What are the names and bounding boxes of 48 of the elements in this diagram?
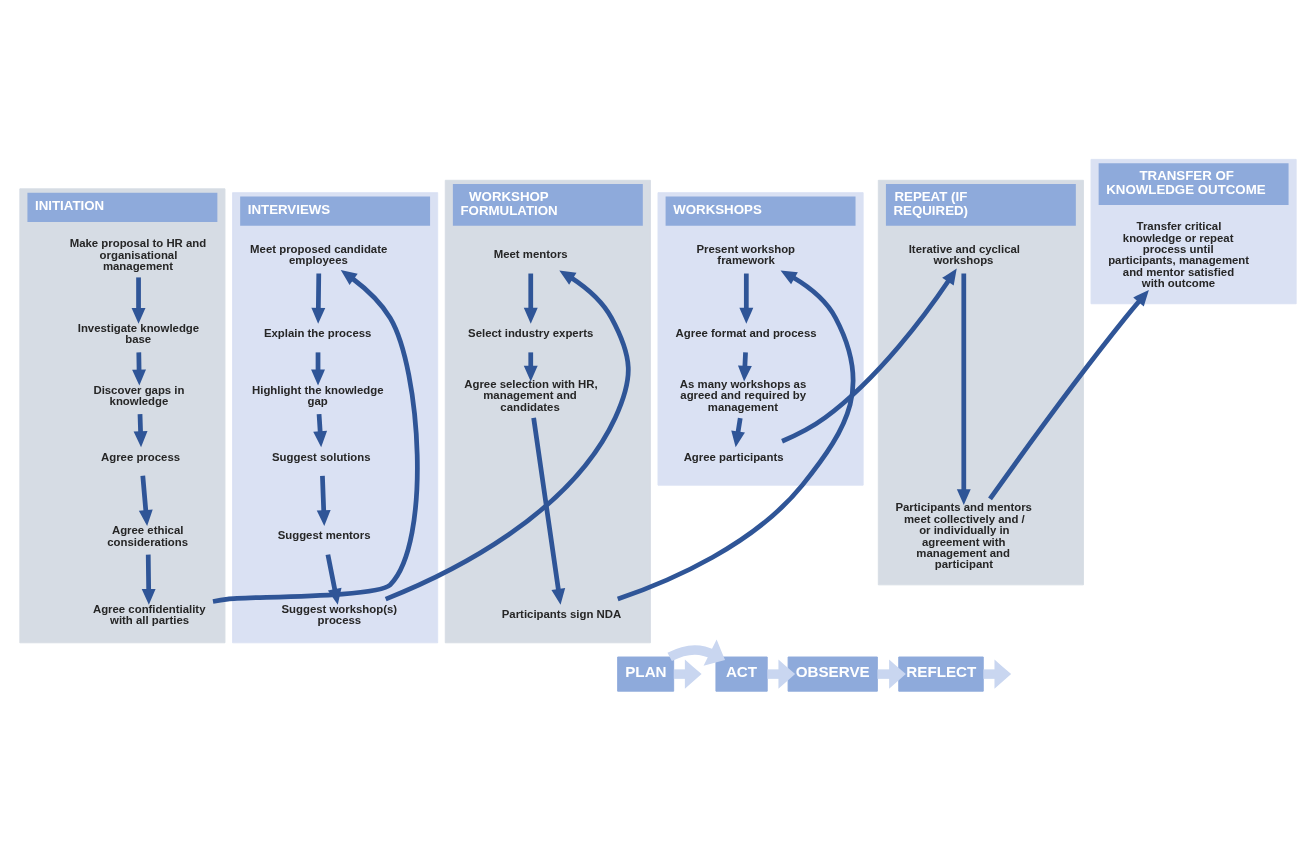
arrow bbox=[325, 554, 342, 605]
arrow bbox=[132, 352, 147, 386]
arrow bbox=[311, 273, 326, 324]
node-text: Participants and mentors meet collectively and / or individually in agreement with management and participant bbox=[895, 501, 1032, 571]
node-text: Agree participants bbox=[683, 450, 784, 463]
node-box: OBSERVE bbox=[787, 656, 878, 692]
arrow bbox=[739, 273, 754, 324]
arrow bbox=[531, 417, 566, 605]
node-text: Suggest mentors bbox=[277, 529, 371, 542]
node-text: Select industry experts bbox=[468, 327, 594, 340]
node-text: As many workshops as agreed and required by management bbox=[679, 377, 807, 413]
arrow bbox=[311, 352, 325, 386]
node-text: Discover gaps in knowledge bbox=[93, 383, 185, 407]
node-text: Agree selection with HR, management and candidates bbox=[464, 377, 598, 413]
arrow bbox=[616, 270, 856, 602]
node-text: Make proposal to HR and organisational management bbox=[69, 237, 207, 273]
arrow bbox=[141, 554, 156, 605]
arrow bbox=[384, 270, 631, 602]
node-text: Investigate knowledge base bbox=[77, 321, 200, 346]
arrow bbox=[313, 413, 328, 448]
node-text: Explain the process bbox=[263, 327, 372, 340]
arrow bbox=[523, 273, 538, 324]
arrow bbox=[988, 289, 1149, 501]
node-text: Agree ethical considerations bbox=[107, 524, 189, 548]
node-text: Agree process bbox=[101, 450, 181, 463]
node-box: ACT bbox=[715, 656, 768, 692]
node-text: Participants sign NDA bbox=[501, 608, 622, 621]
arrow bbox=[133, 414, 148, 448]
node-text: Highlight the knowledge gap bbox=[252, 383, 384, 407]
arrow bbox=[523, 352, 538, 382]
node-text: Suggest solutions bbox=[271, 450, 371, 463]
node-box: PLAN bbox=[617, 656, 675, 692]
node-text: Iterative and cyclical workshops bbox=[908, 243, 1021, 267]
arrow bbox=[138, 475, 153, 526]
arrow bbox=[212, 269, 420, 604]
node-box: REFLECT bbox=[898, 656, 984, 692]
arrow bbox=[131, 277, 146, 324]
node-text: Suggest workshop(s) process bbox=[281, 602, 398, 627]
arrow bbox=[781, 268, 957, 444]
node-text: Meet proposed candidate employees bbox=[250, 243, 388, 267]
node-text: Transfer critical knowledge or repeat process until participants, management and mentor satisfied with outcome bbox=[1108, 220, 1250, 290]
arrow bbox=[956, 273, 971, 506]
arrow bbox=[316, 475, 331, 527]
arrow bbox=[667, 639, 726, 666]
node-text: Meet mentors bbox=[493, 248, 568, 261]
node-text: Agree confidentiality with all parties bbox=[92, 602, 206, 627]
node-text: Agree format and process bbox=[675, 327, 817, 340]
node-text: Present workshop framework bbox=[696, 243, 796, 267]
